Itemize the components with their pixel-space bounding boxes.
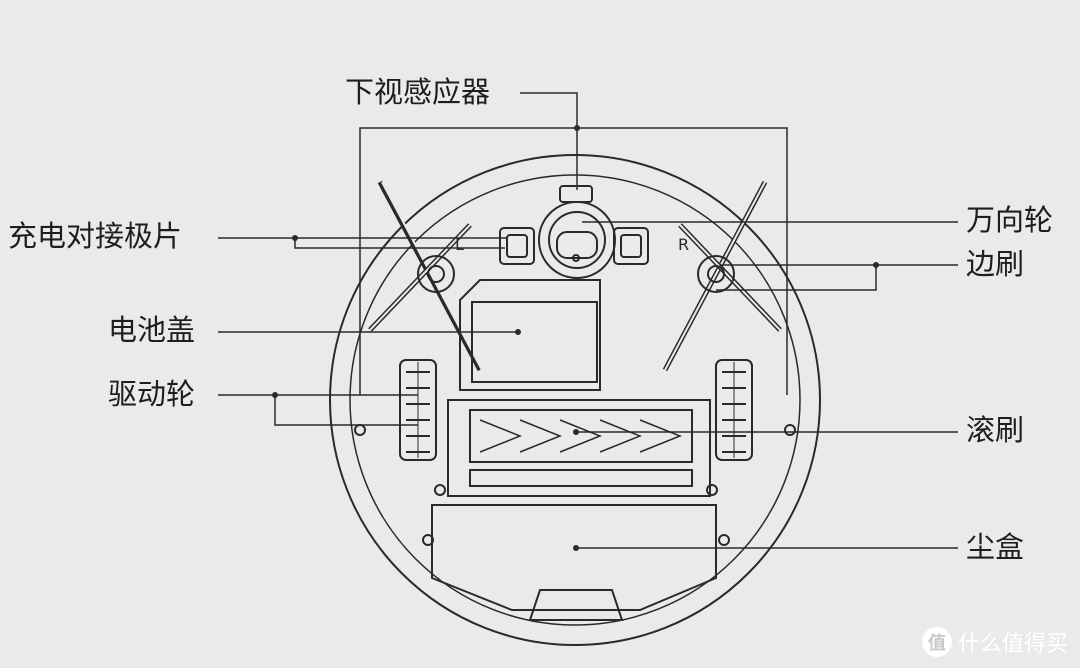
roller-brush	[447, 399, 711, 497]
screw	[784, 424, 796, 436]
leader-dot	[292, 235, 298, 241]
screw	[434, 484, 446, 496]
battery-cover	[459, 279, 601, 391]
downward-sensor-window	[559, 185, 593, 203]
screw	[354, 424, 366, 436]
charging-contact-right	[613, 227, 649, 265]
leader-downward-sensor	[520, 92, 578, 190]
robot-inner-rim	[349, 174, 801, 626]
label-drive-wheel: 驱动轮	[108, 377, 196, 411]
robot-body-outline	[329, 154, 821, 646]
leader-dot	[573, 545, 579, 551]
leader-dot	[272, 392, 278, 398]
label-downward-sensor: 下视感应器	[345, 75, 491, 109]
caster-wheel	[538, 201, 616, 279]
charging-contact-left-inner	[506, 234, 528, 258]
leader-drive-wheel	[218, 394, 418, 426]
left-side-brush	[368, 180, 483, 372]
leader-side-brush	[716, 264, 958, 291]
screw	[706, 484, 718, 496]
dust-bin	[431, 504, 717, 621]
label-battery-cover: 电池盖	[108, 313, 196, 347]
left-drive-wheel	[399, 359, 437, 461]
screw	[718, 534, 730, 546]
label-dust-bin: 尘盒	[966, 530, 1025, 564]
label-caster-wheel: 万向轮	[966, 203, 1054, 237]
leader-dot	[515, 329, 521, 335]
marking-right: R	[678, 235, 689, 254]
charging-contact-right-inner	[620, 234, 642, 258]
leader-dot	[574, 125, 580, 131]
label-roller-brush: 滚刷	[966, 413, 1025, 447]
leader-dot	[873, 262, 879, 268]
watermark-logo-icon: 值	[921, 627, 952, 657]
screw	[422, 534, 434, 546]
label-side-brush: 边刷	[966, 247, 1025, 281]
charging-contact-left	[499, 227, 535, 265]
bumper-bracket	[359, 127, 788, 395]
right-drive-wheel	[715, 359, 753, 461]
watermark: 值 什么值得买	[921, 626, 1068, 658]
screw	[572, 254, 580, 262]
leader-dot	[573, 429, 579, 435]
right-side-brush	[662, 180, 782, 372]
marking-left: L	[455, 235, 464, 254]
label-charging-contacts: 充电对接极片	[8, 219, 183, 253]
leader-charging-contacts	[218, 237, 508, 249]
watermark-text: 什么值得买	[957, 632, 1068, 657]
